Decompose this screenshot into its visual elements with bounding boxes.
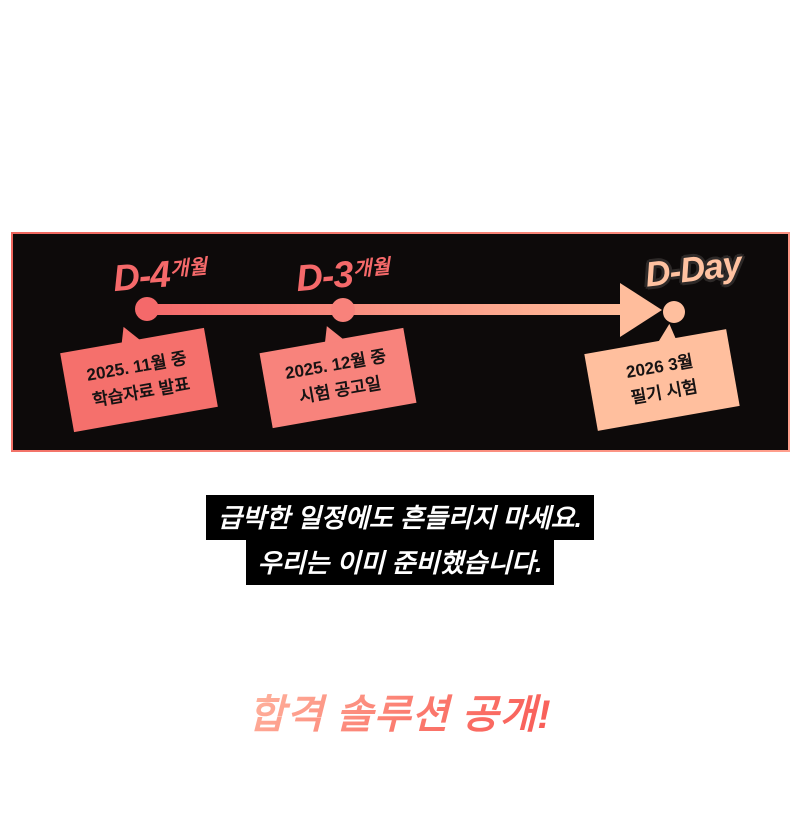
milestone-label-d3-main: D-3 xyxy=(294,253,355,300)
milestone-label-d3-suffix: 개월 xyxy=(352,255,391,282)
milestone-label-d4-main: D-4 xyxy=(111,253,172,300)
timeline-dot-d4 xyxy=(135,297,159,321)
speech-bubble-tail xyxy=(118,324,142,345)
headline-line1: 급박한 일정에도 흔들리지 마세요. xyxy=(206,495,594,540)
speech-bubble-tail xyxy=(654,323,677,344)
cta-text: 합격 솔루션 공개! xyxy=(248,682,551,740)
cta-row: 합격 솔루션 공개! xyxy=(0,682,800,740)
timeline-banner: D-4 개월 D-3 개월 D-Day 2025. 11월 중 학습자료 발표 … xyxy=(11,232,790,452)
headline-row-2: 우리는 이미 준비했습니다. xyxy=(0,540,800,585)
arrow-right-icon xyxy=(620,283,662,337)
milestone-label-d4-suffix: 개월 xyxy=(169,255,208,282)
timeline-line xyxy=(147,304,622,315)
timeline-dot-d3 xyxy=(331,298,355,322)
headline-row-1: 급박한 일정에도 흔들리지 마세요. xyxy=(0,495,800,540)
speech-bubble-tail xyxy=(321,323,345,344)
headline-line2: 우리는 이미 준비했습니다. xyxy=(245,540,555,585)
timeline-dot-dday xyxy=(663,301,685,323)
